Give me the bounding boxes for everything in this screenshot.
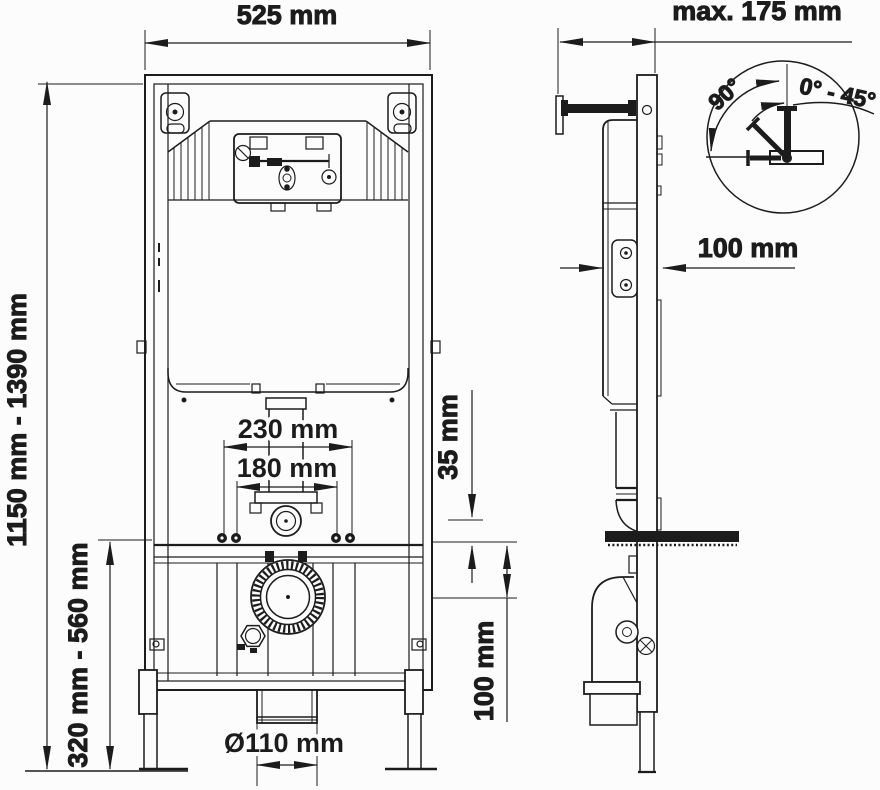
hex-fitting — [237, 624, 266, 653]
wall-bracket-right — [387, 92, 417, 134]
fixing-bolts-row — [154, 533, 423, 564]
actuator-box — [233, 133, 342, 212]
angle-range-label: 0° - 45° — [797, 72, 878, 113]
rail-side — [628, 74, 663, 774]
wall-bracket-left — [160, 92, 190, 134]
cistern-top — [167, 120, 409, 201]
bolt-icon — [217, 533, 355, 543]
dim-max-depth-label: max. 175 mm — [672, 0, 842, 26]
dim-waste-diameter-label: Ø110 mm — [224, 728, 344, 758]
detail-circle-icon — [706, 60, 860, 214]
waste-bend-side — [583, 576, 656, 726]
dim-frame-depth-label: 100 mm — [698, 233, 799, 263]
flush-pipe — [249, 397, 323, 537]
front-view — [25, 74, 441, 772]
angle-detail — [706, 60, 875, 214]
side-view — [555, 60, 875, 774]
dim-bolts-outer-label: 230 mm — [238, 414, 339, 444]
waste-pipe-stub — [256, 689, 318, 724]
cistern-bottom — [167, 368, 409, 403]
mounting-plate — [611, 239, 638, 298]
dim-width-label: 525 mm — [237, 0, 338, 30]
dim-bolts-inner-label: 180 mm — [237, 453, 338, 483]
adjuster-screws — [136, 340, 441, 651]
cistern-side — [602, 119, 637, 411]
frame-legs — [138, 669, 437, 771]
dim-lower-range-label: 320 mm - 560 mm — [63, 542, 93, 767]
bowl-support-bar — [605, 531, 739, 547]
dim-outlet-offset-label: 35 mm — [433, 394, 463, 480]
dim-outlet-height-label: 100 mm — [469, 621, 499, 722]
angle-90-label: 90° — [703, 73, 746, 116]
waste-outlet — [250, 559, 326, 635]
dim-height-range-label: 1150 mm - 1390 mm — [2, 293, 32, 547]
wall-anchor-rod — [555, 95, 636, 135]
